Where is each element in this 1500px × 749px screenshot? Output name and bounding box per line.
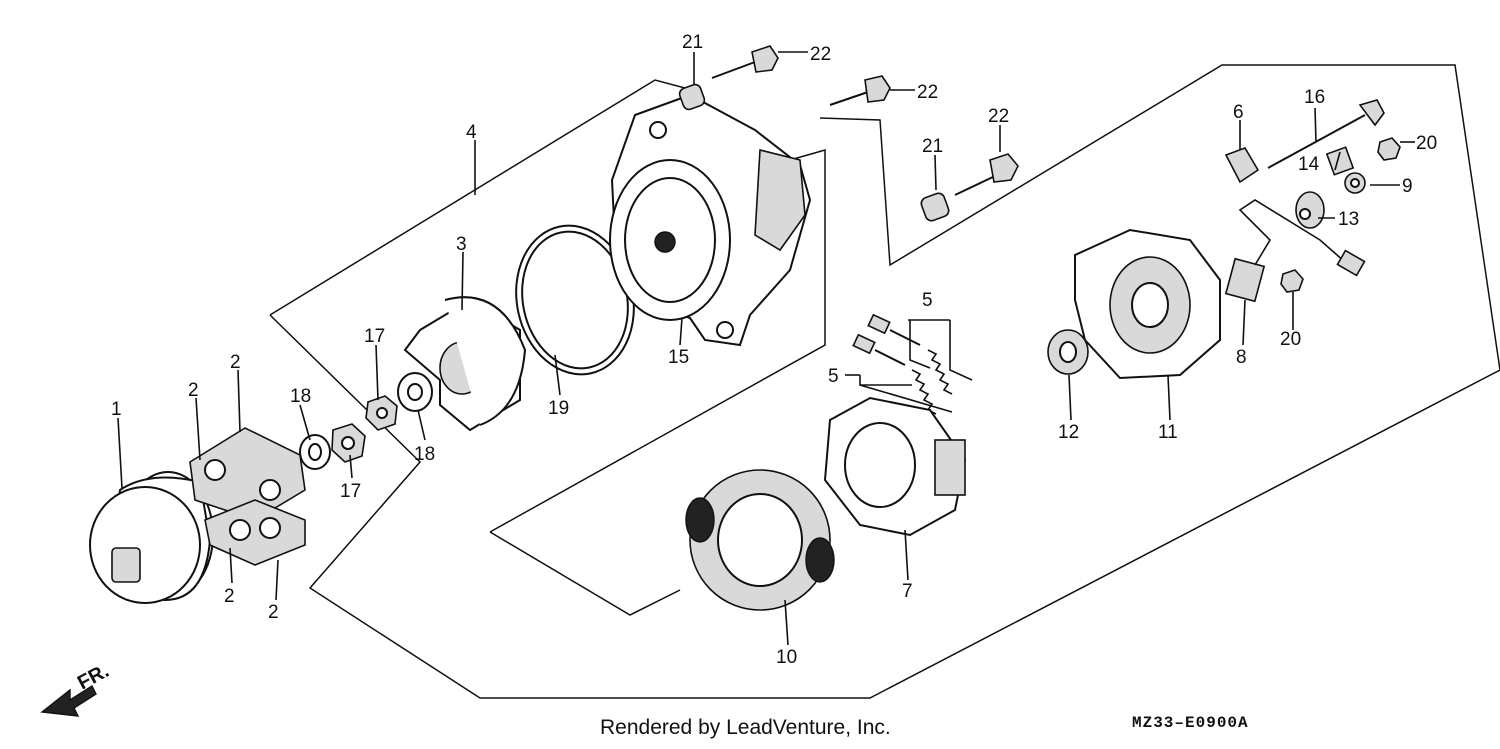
- callout-2: 2: [268, 602, 279, 623]
- callout-21: 21: [922, 136, 943, 157]
- part-14-insulator: [1325, 146, 1355, 176]
- callout-12: 12: [1058, 422, 1079, 443]
- part-18-washer-front: [299, 434, 331, 470]
- callout-22: 22: [988, 106, 1009, 127]
- callout-22: 22: [810, 44, 831, 65]
- diagram-code: MZ33–E0900A: [1132, 714, 1249, 732]
- callout-16: 16: [1304, 87, 1325, 108]
- part-21-collar-right: [920, 192, 950, 222]
- callout-labels: 1 2 2 2 2 3 4 5 5 6 7 8 9 10 11 12 13 14…: [111, 32, 1437, 668]
- part-21-collar-top: [678, 83, 706, 111]
- callout-20: 20: [1416, 133, 1437, 154]
- part-3-fan: [403, 296, 527, 432]
- part-22-bolt-right: [954, 153, 1019, 196]
- callout-2: 2: [224, 586, 235, 607]
- callout-leader-lines: [117, 51, 1415, 646]
- part-18-washer-rear: [397, 372, 433, 412]
- part-7-rectifier: [823, 396, 967, 537]
- part-15-front-housing: [609, 93, 812, 347]
- part-6-clip: [1224, 147, 1260, 184]
- callout-18: 18: [414, 444, 435, 465]
- callout-10: 10: [776, 647, 797, 668]
- callout-5: 5: [922, 290, 933, 311]
- part-22-bolt-top: [711, 45, 779, 79]
- part-2-damper-rubbers: [189, 427, 306, 566]
- part-19-o-ring: [515, 224, 635, 376]
- callout-19: 19: [548, 398, 569, 419]
- callout-1: 1: [111, 399, 122, 420]
- part-5-brush-upper: [867, 313, 953, 395]
- callout-3: 3: [456, 234, 467, 255]
- render-credit: Rendered by LeadVenture, Inc.: [600, 716, 891, 739]
- part-5-brush-lower: [852, 333, 937, 415]
- callout-2: 2: [188, 380, 199, 401]
- callout-2: 2: [230, 352, 241, 373]
- callout-11: 11: [1158, 422, 1178, 443]
- callout-21: 21: [682, 32, 703, 53]
- part-12-bearing: [1047, 329, 1089, 375]
- callout-17: 17: [340, 481, 361, 502]
- callout-8: 8: [1236, 347, 1247, 368]
- callout-18: 18: [290, 386, 311, 407]
- callout-17: 17: [364, 326, 385, 347]
- callout-7: 7: [902, 581, 913, 602]
- front-direction-label: FR.: [74, 660, 113, 695]
- part-16-long-bolt: [1267, 99, 1385, 169]
- part-11-rear-cover: [1074, 228, 1221, 380]
- part-8-terminal: [1224, 199, 1366, 303]
- front-direction-arrow: FR.: [40, 660, 113, 717]
- part-20-nut-lower: [1280, 269, 1304, 293]
- part-1-pulley: [89, 471, 214, 604]
- callout-15: 15: [668, 347, 689, 368]
- part-17-nut-rear: [365, 395, 398, 431]
- part-9-nut: [1344, 172, 1366, 194]
- callout-9: 9: [1402, 176, 1413, 197]
- part-20-nut-upper: [1377, 137, 1401, 161]
- part-17-nut-front: [331, 423, 366, 463]
- callout-20: 20: [1280, 329, 1301, 350]
- callout-13: 13: [1338, 209, 1359, 230]
- callout-22: 22: [917, 82, 938, 103]
- callout-6: 6: [1233, 102, 1244, 123]
- callout-5: 5: [828, 366, 839, 387]
- callout-4: 4: [466, 122, 477, 143]
- part-10-stator: [685, 469, 835, 611]
- part-22-bolt-middle: [829, 75, 891, 106]
- callout-14: 14: [1298, 154, 1320, 175]
- part-13-insulator-bushing: [1295, 191, 1325, 229]
